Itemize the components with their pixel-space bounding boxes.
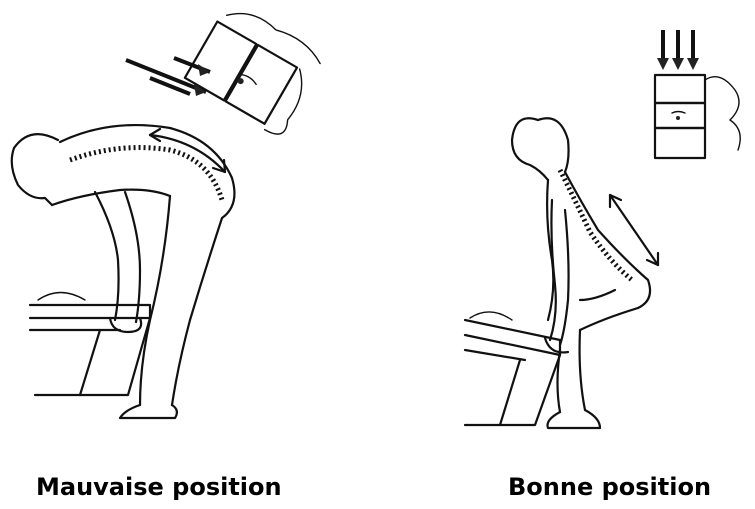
vertical-vertebrae-icon — [655, 75, 740, 158]
bent-person-figure — [12, 125, 235, 418]
caption-good-position: Bonne position — [508, 475, 711, 499]
crate-icon — [465, 312, 560, 425]
figure-bad-posture: Mauvaise position — [0, 0, 360, 509]
curved-spine-icon — [70, 148, 222, 200]
bad-posture-illustration — [0, 0, 360, 470]
vertical-force-arrows-icon — [657, 30, 699, 70]
crate-icon — [30, 293, 150, 396]
squatting-person-figure — [512, 118, 650, 428]
caption-bad-position: Mauvaise position — [36, 475, 282, 499]
good-posture-illustration — [420, 0, 755, 470]
figure-good-posture: Bonne position — [420, 0, 755, 509]
straight-double-arrow-icon — [610, 195, 658, 265]
oblique-force-arrows-icon — [126, 58, 210, 96]
